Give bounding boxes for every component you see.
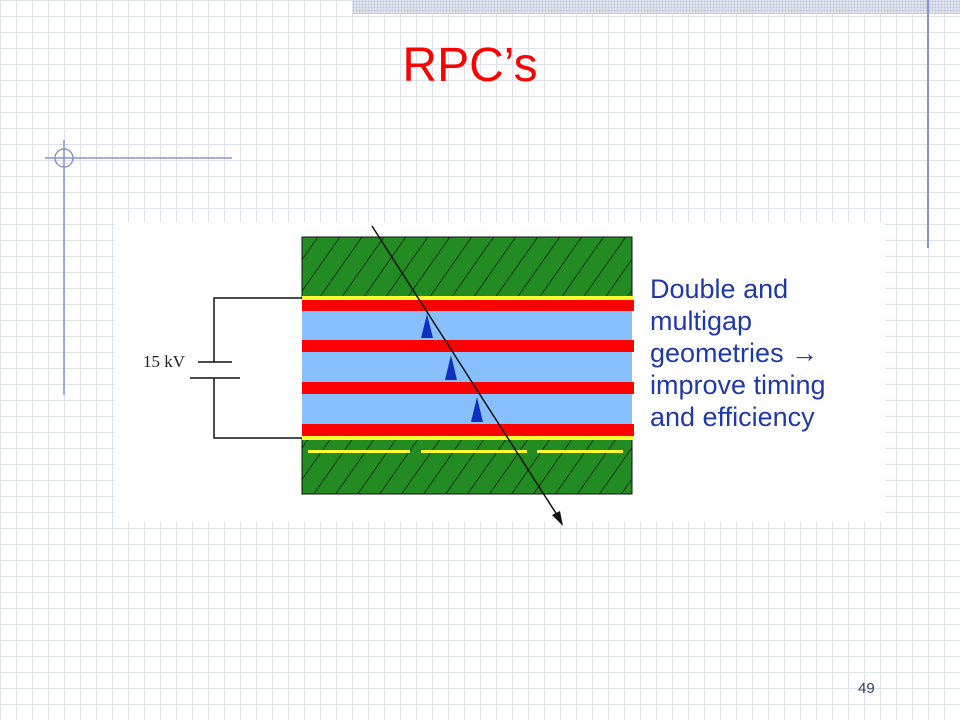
readout-strip-3 <box>537 450 623 453</box>
top-decor-band <box>352 0 960 14</box>
hv-wire-bottom <box>213 378 302 439</box>
electrode-1 <box>302 300 634 311</box>
avalanche-2 <box>445 355 457 380</box>
readout-strip-1 <box>308 450 410 453</box>
description-text: Double and multigap geometries → improve… <box>650 273 890 433</box>
gas-gap-2 <box>302 352 632 382</box>
gas-gap-1 <box>302 310 632 340</box>
description-line-3: geometries → <box>650 338 819 368</box>
gas-gap-3 <box>302 394 632 424</box>
bottom-insulator-block <box>301 437 633 495</box>
page-title: RPC’s <box>402 39 538 92</box>
yellow-strip-bottom <box>302 436 634 440</box>
avalanche-1 <box>421 314 433 338</box>
electrode-2 <box>302 340 634 352</box>
description-line-1: Double and <box>650 274 789 304</box>
readout-strip-2 <box>421 450 527 453</box>
particle-track <box>371 225 560 519</box>
hv-wire-top <box>213 297 302 355</box>
electrode-4 <box>302 424 634 436</box>
description-line-5: and efficiency <box>650 402 815 432</box>
electrode-3 <box>302 382 634 394</box>
description-line-4: improve timing <box>650 370 826 400</box>
page-number: 49 <box>858 680 875 697</box>
track-arrowhead-icon <box>552 511 563 526</box>
top-insulator-block <box>301 236 633 300</box>
avalanche-3 <box>471 397 483 422</box>
description-line-2: multigap <box>650 306 753 336</box>
voltage-label: 15 kV <box>143 352 186 371</box>
yellow-strip-top <box>302 296 634 300</box>
